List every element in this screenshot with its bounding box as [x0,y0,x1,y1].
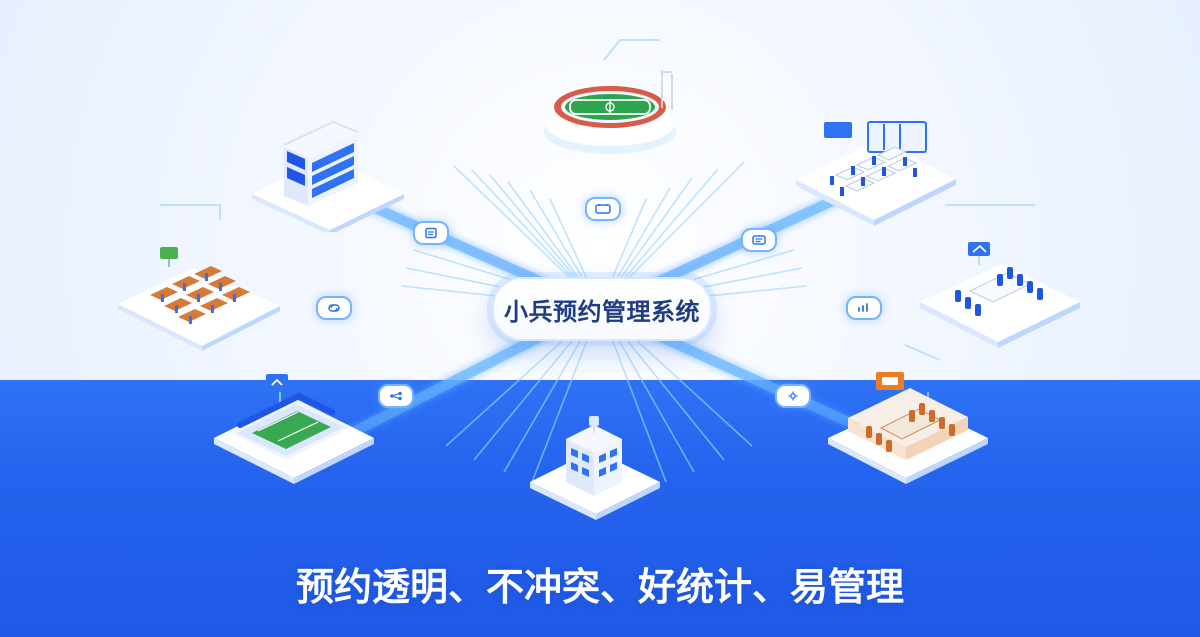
central-system-node: 小兵预约管理系统 [492,277,712,341]
trace-1 [160,204,221,220]
connector-badge-top-right [741,228,777,252]
trace-3 [904,344,941,361]
connector-badge-bottom-right [775,384,811,408]
wire-bottom-left [315,328,553,454]
training-room-tile [796,121,956,226]
calendar-icon [595,204,611,214]
connector-badge-right [846,296,882,320]
settings-icon [788,391,798,401]
system-title: 小兵预约管理系统 [504,297,700,326]
connector-badge-bottom-left [378,384,414,408]
connector-badge-top [585,197,621,221]
conference-room-tile [828,372,988,484]
arena-tile [214,374,374,484]
office-building-tile [252,120,404,232]
tagline: 预约透明、不冲突、好统计、易管理 [295,565,904,609]
note-icon [752,235,766,245]
wire-bottom-right [647,328,889,443]
trace-6 [603,39,660,61]
connector-badge-left [316,296,352,320]
meeting-room-tile [920,242,1080,348]
connector-badge-top-left [413,221,449,245]
administration-building-tile [530,416,660,520]
chart-icon [858,303,868,312]
network-icon [390,391,402,401]
classroom-tile [118,247,280,351]
stadium-tile [544,70,676,154]
doc-icon [425,227,437,239]
link-icon [328,304,340,312]
